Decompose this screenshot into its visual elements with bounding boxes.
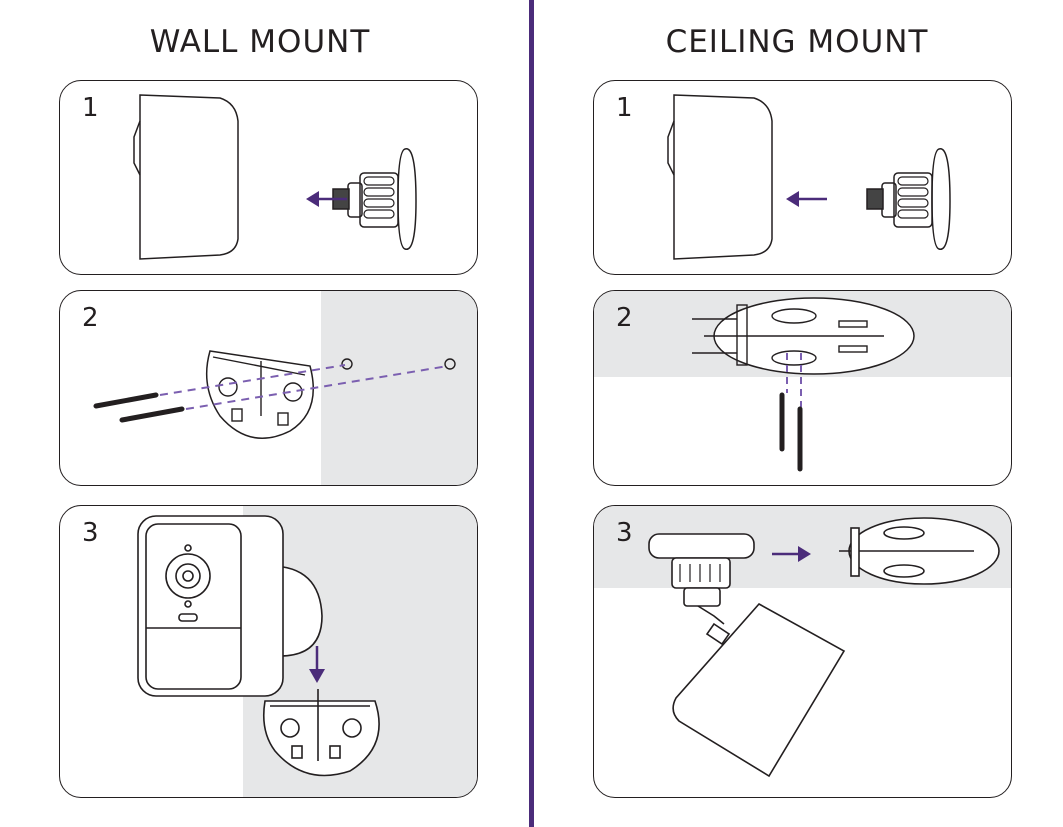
arrow-left-icon: [306, 191, 347, 207]
mount-plate: [262, 700, 380, 777]
wall-mount-title: WALL MOUNT: [149, 24, 371, 60]
step-number: 3: [82, 518, 99, 548]
ceiling-step-1-panel: 1: [593, 80, 1012, 275]
ceiling-step-2-panel: 2: [593, 290, 1012, 486]
arrow-down-icon: [309, 646, 325, 683]
camera-back: [139, 94, 239, 260]
wall-attach-illustration: [137, 515, 380, 777]
camera-mount-illustration: [133, 94, 417, 260]
step-number: 1: [82, 93, 99, 123]
wall-plate-illustration: [93, 350, 456, 439]
arrow-left-icon: [786, 191, 827, 207]
camera-mount-illustration: [667, 94, 951, 260]
wall-step-1-panel: 1: [59, 80, 478, 275]
ceiling-attach-illustration: [648, 517, 1000, 778]
wall-step-3-panel: 3: [59, 505, 478, 798]
mount-base: [931, 148, 951, 250]
camera-body: [672, 602, 846, 778]
wall-surface: [321, 291, 477, 485]
screw-icon: [779, 392, 803, 472]
step-number: 3: [616, 518, 633, 548]
ceiling-mount-title: CEILING MOUNT: [665, 24, 929, 60]
step-number: 1: [616, 93, 633, 123]
mount-base: [397, 148, 417, 250]
step-number: 2: [82, 303, 99, 333]
arrow-right-icon: [772, 546, 811, 562]
column-divider: [529, 0, 534, 827]
wall-step-2-panel: 2: [59, 290, 478, 486]
step-number: 2: [616, 303, 633, 333]
ceiling-plate-illustration: [692, 297, 915, 472]
ceiling-step-3-panel: 3: [593, 505, 1012, 798]
screw-icon: [93, 392, 185, 423]
camera-back: [673, 94, 773, 260]
